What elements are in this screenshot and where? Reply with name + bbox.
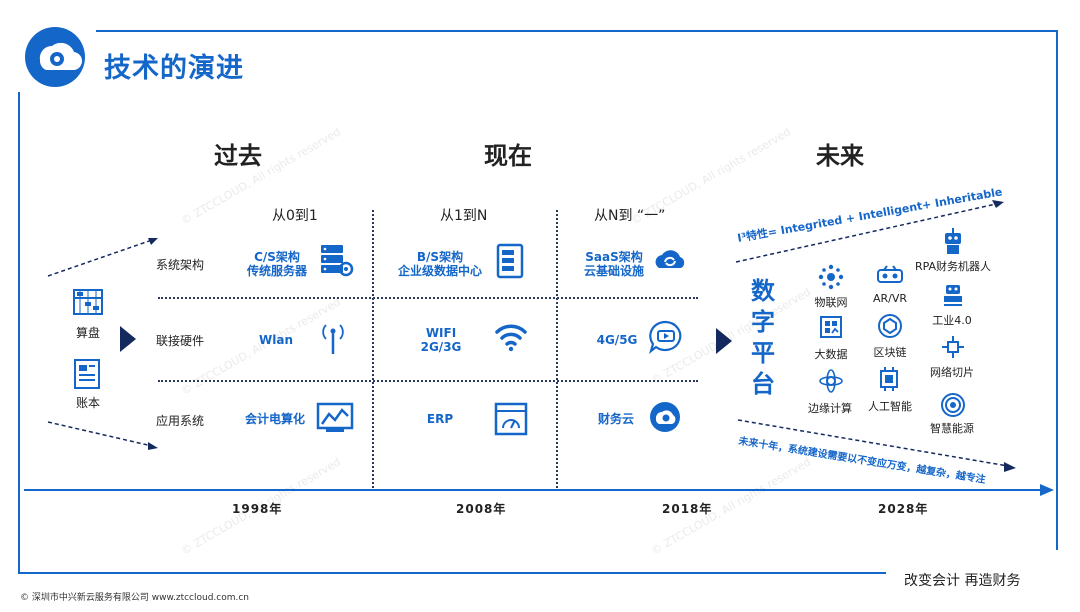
wifi-icon	[495, 324, 527, 352]
frame-left-line	[18, 92, 20, 572]
frame-top-line	[96, 30, 1058, 32]
row-label-arch: 系统架构	[156, 258, 205, 272]
network-slice-icon	[942, 336, 964, 358]
arrow-up-dashed	[47, 238, 158, 277]
ztccloud-logo	[25, 27, 85, 87]
chart-monitor-icon	[316, 402, 354, 432]
column-divider	[556, 210, 558, 488]
timeline-arrow	[24, 484, 1054, 496]
future-energy: 智慧能源	[930, 422, 974, 435]
cell-past-app: 会计电算化	[244, 412, 305, 426]
section-present: 现在	[484, 142, 532, 170]
future-rpa: RPA财务机器人	[914, 260, 992, 273]
footer-copyright: © 深圳市中兴新云服务有限公司 www.ztccloud.com.cn	[20, 593, 250, 603]
column-divider	[372, 210, 374, 488]
digital-platform: 数 字 平 台	[746, 276, 780, 400]
future-edge: 边缘计算	[808, 402, 852, 415]
year-label: 2018年	[662, 502, 713, 516]
future-bigdata: 大数据	[814, 348, 848, 361]
future-arvr: AR/VR	[872, 292, 908, 305]
smart-energy-icon	[941, 393, 965, 417]
row-divider	[158, 380, 698, 382]
cell-n-arch: SaaS架构 云基础设施	[583, 250, 644, 278]
ai-chip-icon	[880, 367, 898, 391]
year-label: 2008年	[456, 502, 507, 516]
year-label: 1998年	[232, 502, 283, 516]
finance-cloud-logo-icon	[650, 402, 680, 432]
slogan-arrow	[737, 419, 1016, 472]
future-blockchain: 区块链	[873, 346, 907, 359]
future-iot: 物联网	[814, 296, 848, 309]
range-n-to-one: 从N到 “一”	[594, 208, 666, 224]
future-netslice: 网络切片	[930, 366, 974, 379]
industry-robot-icon	[944, 285, 962, 306]
cell-now-app: ERP	[426, 412, 454, 426]
platform-char: 数	[751, 277, 775, 305]
edge-computing-icon	[819, 369, 843, 393]
footer-slogan: 改变会计 再造财务	[904, 573, 1021, 589]
cell-now-hardware: WIFI 2G/3G	[420, 326, 462, 354]
abacus-label: 算盘	[76, 326, 101, 340]
antenna-icon	[322, 324, 344, 354]
cell-n-app: 财务云	[597, 412, 634, 426]
server-icon	[321, 245, 354, 277]
vr-headset-icon	[877, 265, 903, 283]
platform-char: 字	[751, 308, 775, 336]
page-title: 技术的演进	[104, 53, 244, 84]
cell-past-arch: C/S架构 传统服务器	[246, 250, 307, 278]
ledger-icon	[74, 359, 100, 389]
future-ai: 人工智能	[868, 400, 912, 413]
dashboard-window-icon	[494, 402, 528, 436]
ledger-label: 账本	[76, 396, 101, 410]
formula-arrow	[735, 200, 1004, 263]
play-triangle-icon	[120, 326, 136, 352]
cell-past-hardware: Wlan	[259, 333, 293, 347]
year-label: 2028年	[878, 502, 929, 516]
section-past: 过去	[214, 142, 262, 170]
play-triangle-icon	[716, 328, 732, 354]
range-1-to-n: 从1到N	[440, 208, 488, 224]
section-future: 未来	[816, 142, 864, 170]
data-center-icon	[496, 243, 524, 279]
platform-char: 台	[751, 370, 775, 398]
abacus-icon	[73, 289, 103, 315]
cell-n-hardware: 4G/5G	[596, 333, 638, 347]
arrow-down-dashed	[47, 421, 158, 450]
5g-chat-icon	[648, 320, 682, 354]
range-0-to-1: 从0到1	[272, 208, 318, 224]
platform-char: 平	[751, 339, 775, 367]
row-label-hardware: 联接硬件	[156, 334, 205, 348]
frame-right-line	[1056, 30, 1058, 550]
row-divider	[158, 297, 698, 299]
future-industry: 工业4.0	[932, 314, 972, 327]
iot-icon	[818, 264, 844, 290]
blockchain-icon	[878, 314, 902, 338]
cloud-sync-icon	[655, 250, 685, 268]
cell-now-arch: B/S架构 企业级数据中心	[397, 250, 482, 278]
big-data-icon	[820, 316, 842, 338]
row-label-app: 应用系统	[156, 414, 205, 428]
frame-bottom-line	[18, 572, 886, 574]
robot-icon	[945, 228, 961, 254]
